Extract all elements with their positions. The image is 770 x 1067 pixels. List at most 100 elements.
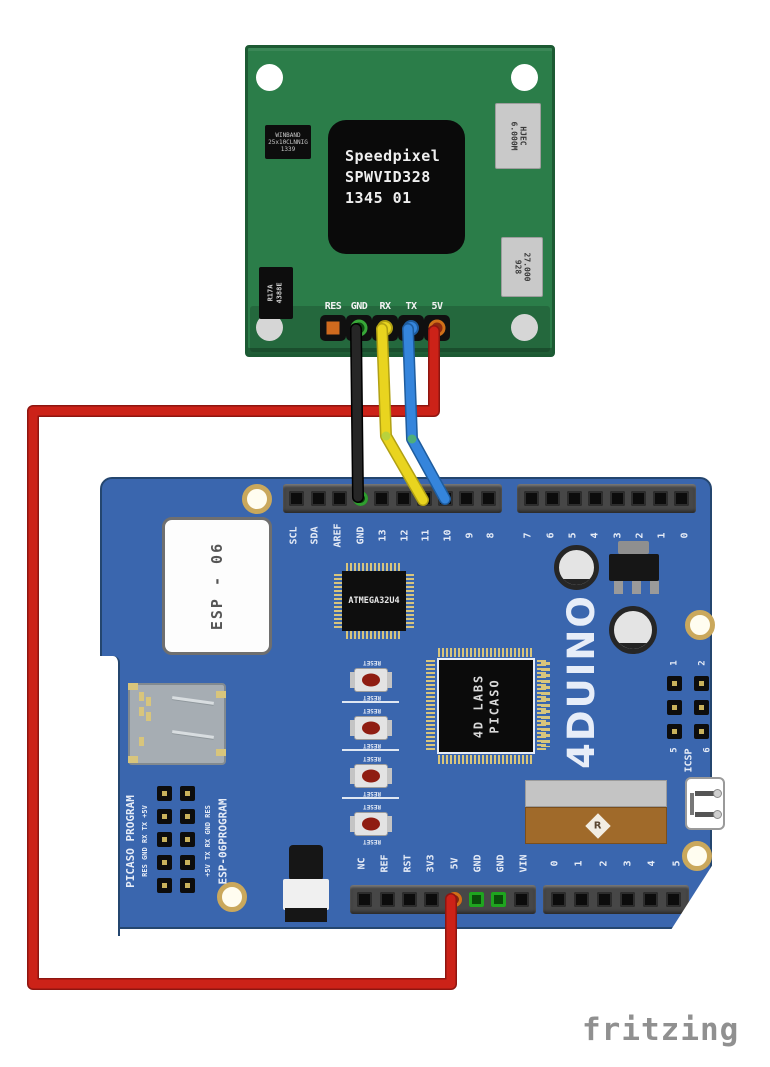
icsp-pad[interactable] bbox=[667, 700, 682, 715]
crystal-text: HJEC bbox=[518, 126, 527, 146]
pin-pad-ref[interactable] bbox=[379, 892, 395, 907]
pin-pad-rst[interactable] bbox=[401, 892, 417, 907]
camera-pin-header[interactable] bbox=[320, 315, 450, 341]
pin-pad-10[interactable] bbox=[438, 491, 454, 506]
pin-label: SDA bbox=[309, 525, 321, 545]
pin-pad-5[interactable] bbox=[566, 491, 582, 506]
wire-bendpoint[interactable] bbox=[407, 434, 417, 444]
divider bbox=[342, 701, 399, 703]
reset-button[interactable]: RESET RESET bbox=[350, 707, 392, 749]
4d-systems-logo-icon: R bbox=[585, 813, 611, 839]
program-pad[interactable] bbox=[157, 809, 172, 824]
icsp-pad[interactable] bbox=[694, 676, 709, 691]
reset-button[interactable]: RESET RESET bbox=[350, 659, 392, 701]
program-pad[interactable] bbox=[180, 786, 195, 801]
usb-pin bbox=[695, 789, 722, 798]
camera-main-chip: Speedpixel SPWVID328 1345 01 bbox=[328, 120, 465, 254]
pin-pad-scl[interactable] bbox=[289, 491, 305, 506]
pin-pad-gnd[interactable] bbox=[346, 315, 372, 341]
pin-label: RST bbox=[402, 853, 414, 873]
analog-header[interactable] bbox=[543, 885, 689, 914]
crystal-oscillator: HJEC 6.000M bbox=[495, 103, 541, 169]
icsp-header[interactable] bbox=[667, 676, 709, 739]
pin-label: GND bbox=[472, 853, 484, 873]
program-header[interactable] bbox=[157, 786, 195, 893]
pin-pad-2[interactable] bbox=[597, 892, 612, 907]
pin-pad-0[interactable] bbox=[674, 491, 690, 506]
pin-pad-13[interactable] bbox=[374, 491, 390, 506]
reset-button[interactable]: RESET RESET bbox=[350, 803, 392, 845]
pin-label: GND bbox=[350, 300, 368, 312]
pin-label: 7 bbox=[522, 531, 534, 539]
pin-pad-1[interactable] bbox=[652, 491, 668, 506]
pin-pad-7[interactable] bbox=[523, 491, 539, 506]
icsp-pad[interactable] bbox=[667, 724, 682, 739]
power-header[interactable] bbox=[350, 885, 536, 914]
program-pad[interactable] bbox=[180, 855, 195, 870]
pin-pad-5v[interactable] bbox=[446, 892, 462, 907]
program-pad[interactable] bbox=[157, 855, 172, 870]
pin-pad-4[interactable] bbox=[588, 491, 604, 506]
program-pad[interactable] bbox=[157, 786, 172, 801]
mounting-hole bbox=[242, 484, 272, 514]
camera-board[interactable]: Speedpixel SPWVID328 1345 01 WINBAND 25x… bbox=[245, 45, 555, 357]
chip-text-line: SPWVID328 bbox=[345, 168, 431, 186]
pin-pad-rx[interactable] bbox=[372, 315, 398, 341]
gold-contact-strip bbox=[541, 662, 550, 747]
chip-pins bbox=[346, 563, 402, 571]
pin-pad-gnd[interactable] bbox=[491, 892, 507, 907]
program-pad[interactable] bbox=[157, 832, 172, 847]
wire-bendpoint[interactable] bbox=[381, 431, 391, 441]
pin-pad-sda[interactable] bbox=[310, 491, 326, 506]
pin-pad-3[interactable] bbox=[609, 491, 625, 506]
reset-button[interactable]: RESET RESET bbox=[350, 755, 392, 797]
sd-solder-tab bbox=[128, 683, 138, 690]
sd-solder-tab bbox=[128, 756, 138, 763]
pin-pad-1[interactable] bbox=[574, 892, 589, 907]
icsp-pad[interactable] bbox=[694, 724, 709, 739]
chip-text-line: Speedpixel bbox=[345, 147, 441, 165]
chip-pins bbox=[438, 755, 534, 764]
pin-pad-gnd[interactable] bbox=[353, 491, 369, 506]
pin-pad-4[interactable] bbox=[643, 892, 658, 907]
pin-pad-12[interactable] bbox=[395, 491, 411, 506]
icsp-pad[interactable] bbox=[667, 676, 682, 691]
program-pad[interactable] bbox=[180, 878, 195, 893]
board-edge-step bbox=[98, 656, 120, 936]
digital-header-right[interactable] bbox=[517, 484, 696, 513]
pin-pad-aref[interactable] bbox=[331, 491, 347, 506]
pin-pad-6[interactable] bbox=[545, 491, 561, 506]
pin-pad-8[interactable] bbox=[480, 491, 496, 506]
pin-pad-tx[interactable] bbox=[398, 315, 424, 341]
micro-sd-slot[interactable] bbox=[128, 683, 226, 765]
program-pad[interactable] bbox=[180, 809, 195, 824]
pin-pad-2[interactable] bbox=[631, 491, 647, 506]
pin-pad-res[interactable] bbox=[320, 315, 346, 341]
crystal-text: 928 bbox=[513, 259, 522, 275]
micro-usb-connector[interactable] bbox=[685, 777, 725, 830]
reset-label: RESET bbox=[362, 838, 382, 845]
reset-button-cap bbox=[362, 721, 380, 735]
pin-pad-5[interactable] bbox=[666, 892, 681, 907]
pin-pad-5v[interactable] bbox=[424, 315, 450, 341]
pin-pad-nc[interactable] bbox=[357, 892, 373, 907]
program-pad[interactable] bbox=[180, 832, 195, 847]
ic-text: 4388E bbox=[275, 282, 284, 304]
chip-pins bbox=[346, 631, 402, 639]
sd-spring bbox=[171, 730, 215, 739]
pin-pad-11[interactable] bbox=[416, 491, 432, 506]
reset-label: RESET bbox=[362, 755, 382, 762]
pin-pad-3[interactable] bbox=[620, 892, 635, 907]
pin-pad-3v3[interactable] bbox=[424, 892, 440, 907]
picaso-label: PICASO bbox=[486, 678, 501, 734]
digital-header-left[interactable] bbox=[283, 484, 502, 513]
pin-pad-gnd[interactable] bbox=[468, 892, 484, 907]
pin-pad-9[interactable] bbox=[459, 491, 475, 506]
pin-pad-vin[interactable] bbox=[513, 892, 529, 907]
program-pad[interactable] bbox=[157, 878, 172, 893]
icsp-pad[interactable] bbox=[694, 700, 709, 715]
chip-pins bbox=[438, 648, 534, 657]
pin-label: 9 bbox=[464, 531, 476, 539]
pin-pad-0[interactable] bbox=[551, 892, 566, 907]
